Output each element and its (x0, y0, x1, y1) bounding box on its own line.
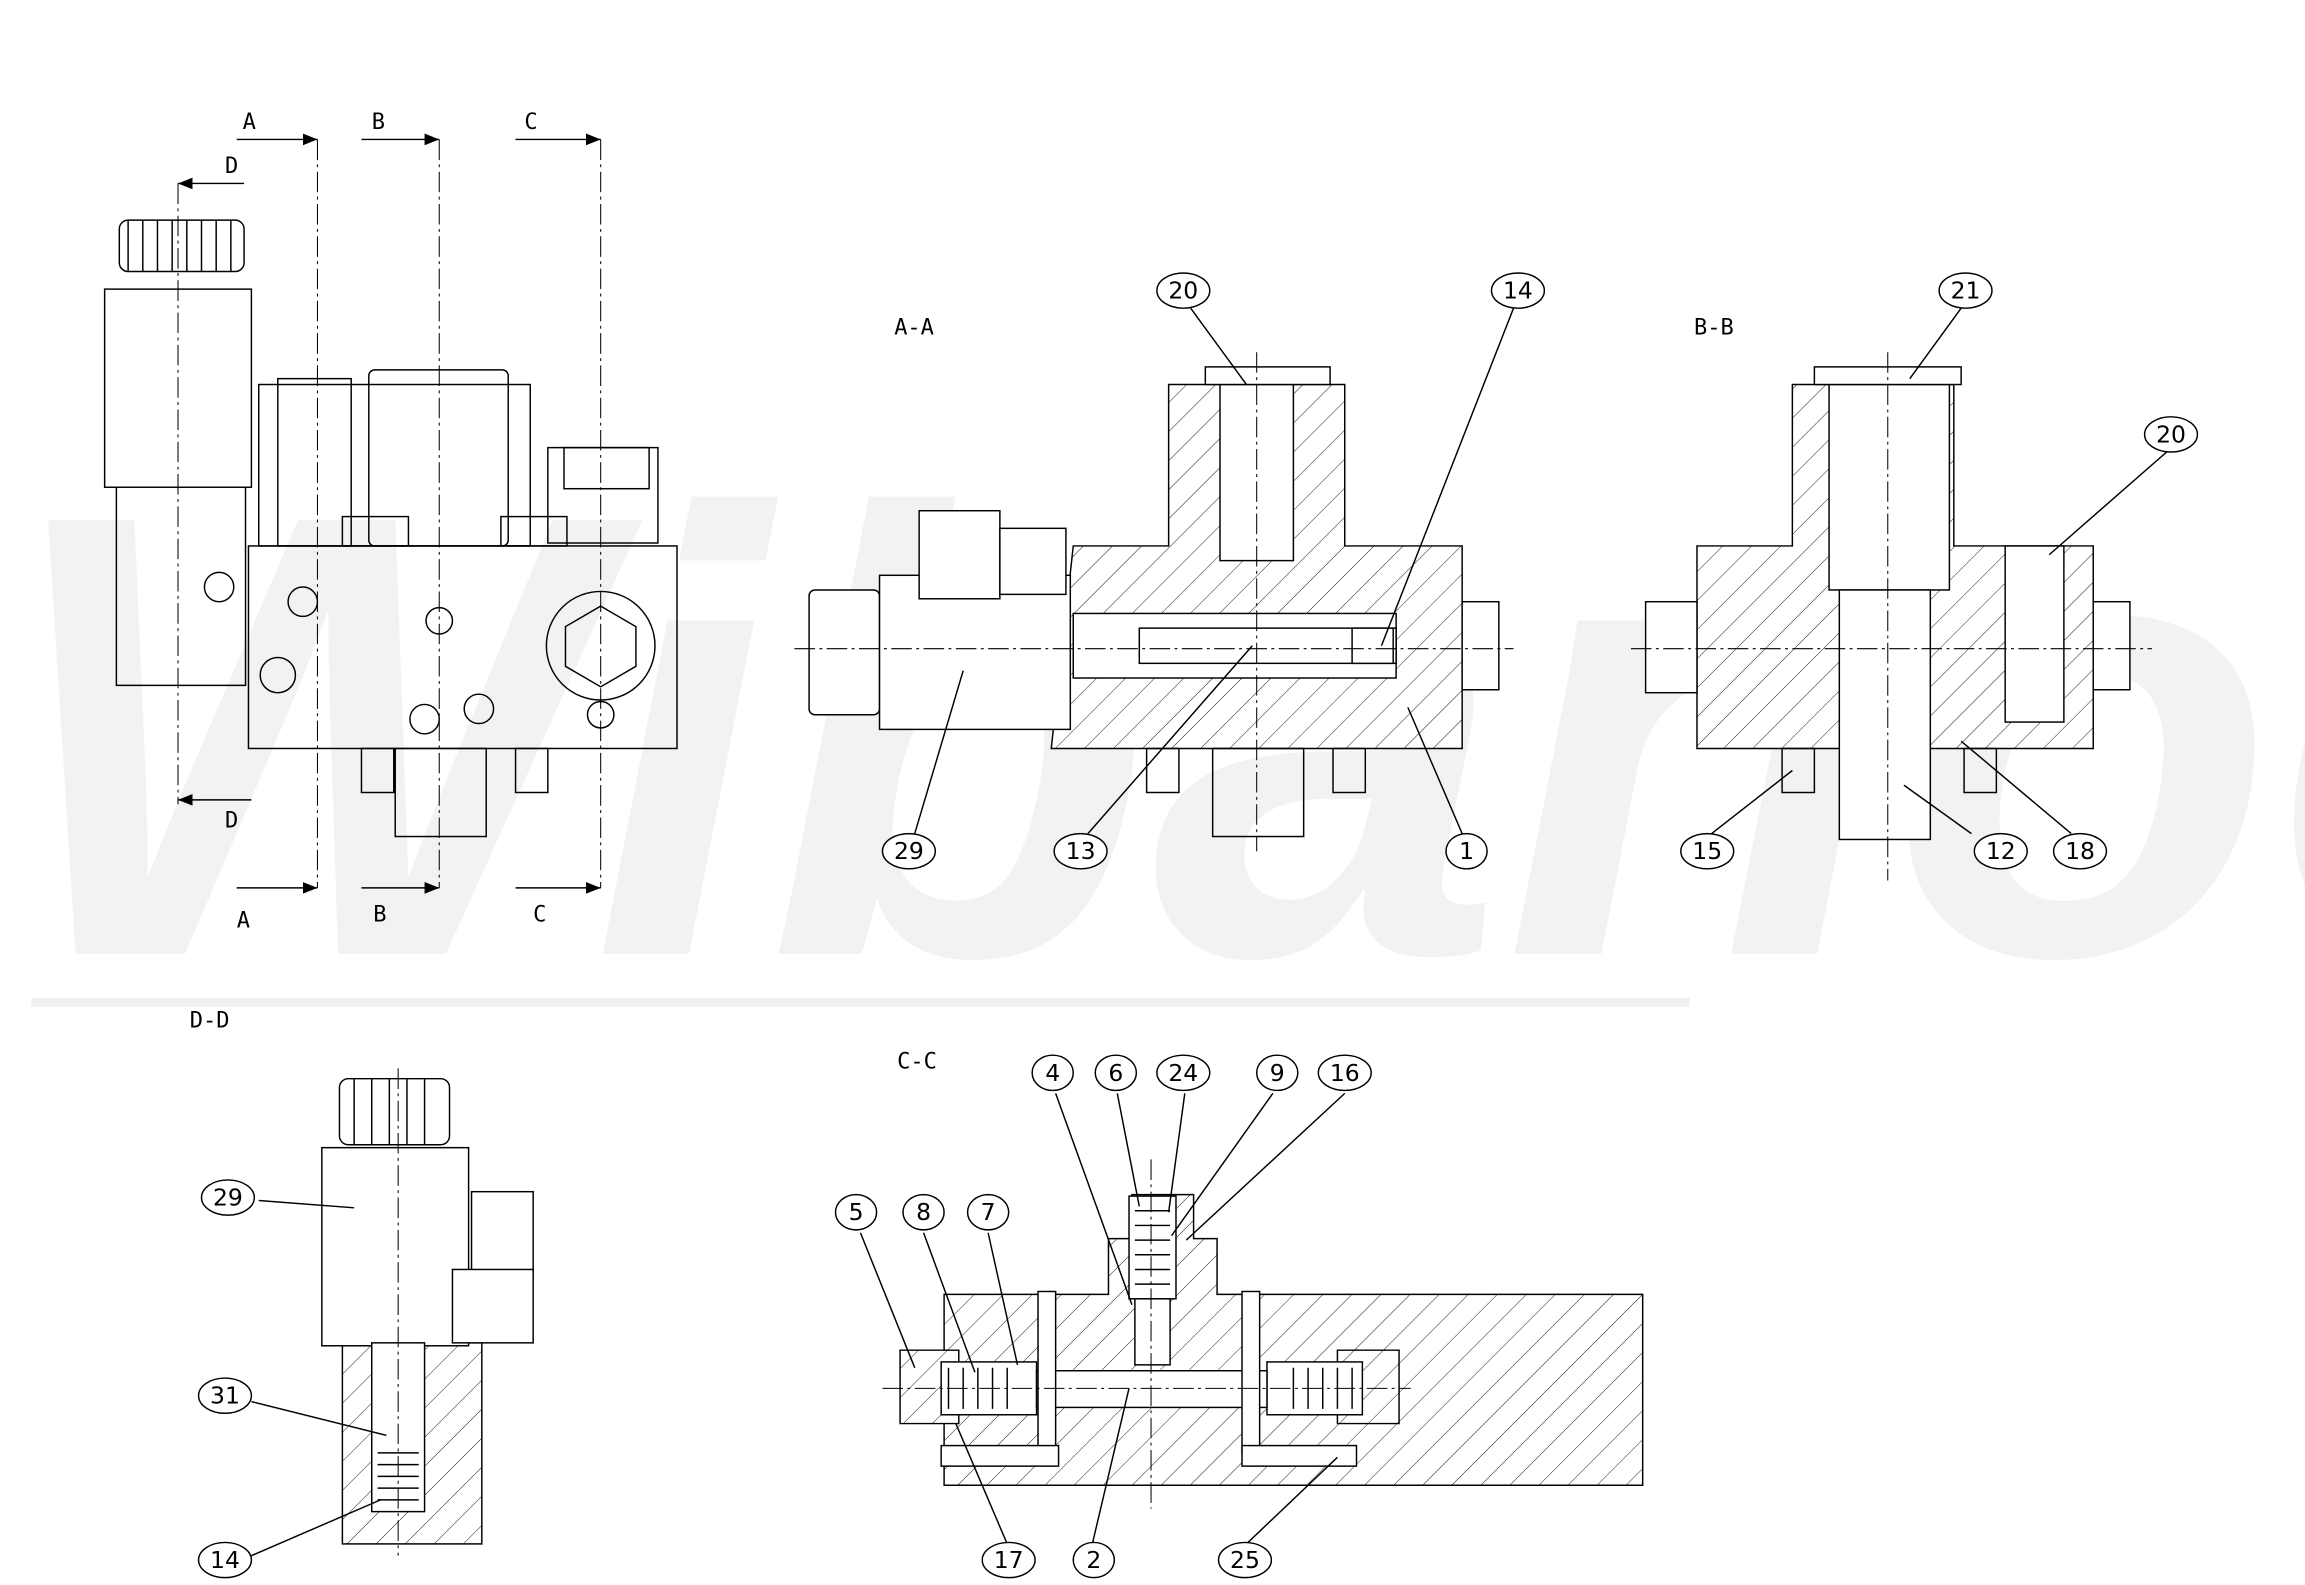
balloon: 14 (1490, 272, 1546, 309)
svg-text:18: 18 (2065, 837, 2095, 865)
balloon: 9 (1255, 1054, 1299, 1092)
balloon: 4 (1031, 1054, 1074, 1092)
svg-text:13: 13 (1066, 837, 1096, 865)
section-c-c: C-C (882, 1049, 1644, 1509)
balloons-c-c: 4 6 24 9 16 5 8 7 17 2 25 (834, 1054, 1372, 1579)
svg-text:25: 25 (1230, 1546, 1260, 1574)
view-title-b-b: B-B (1694, 316, 1734, 341)
balloon: 8 (902, 1193, 945, 1231)
balloon: 18 (2052, 832, 2108, 870)
cut-label-d-bottom: D (225, 809, 238, 834)
balloon: 14 (197, 1541, 253, 1579)
view-title-d-d: D-D (190, 1008, 230, 1033)
section-a-a: A-A (794, 316, 1514, 852)
svg-text:1: 1 (1459, 837, 1474, 865)
balloons-d-d: 29 31 14 (197, 1179, 256, 1579)
balloon: 29 (881, 832, 937, 870)
svg-text:14: 14 (210, 1546, 240, 1574)
svg-text:5: 5 (849, 1198, 864, 1226)
cut-label-c-bottom: C (533, 903, 546, 928)
balloon: 7 (966, 1193, 1010, 1231)
balloon: 17 (981, 1541, 1036, 1579)
svg-text:31: 31 (210, 1382, 240, 1410)
cut-label-c-top: C (524, 110, 537, 135)
exterior-view: A B C D A B C D (103, 110, 678, 934)
balloon: 24 (1156, 1054, 1211, 1092)
leader-lines (251, 307, 2168, 1557)
section-d-d: D-D (190, 1008, 534, 1556)
view-title-a-a: A-A (894, 316, 934, 341)
cut-label-b-bottom: B (373, 903, 386, 928)
view-title-c-c: C-C (897, 1049, 937, 1074)
balloon: 29 (200, 1179, 256, 1216)
balloon: 1 (1445, 832, 1488, 870)
svg-text:29: 29 (213, 1184, 243, 1212)
balloon: 2 (1072, 1541, 1116, 1579)
balloons-b-b: 21 20 15 12 18 (1680, 272, 2199, 870)
balloons-a-a: 20 14 29 13 1 (881, 272, 1546, 870)
svg-text:9: 9 (1270, 1059, 1285, 1087)
balloon: 25 (1217, 1541, 1273, 1579)
cut-label-b-top: B (372, 110, 385, 135)
balloon: 6 (1094, 1054, 1138, 1092)
balloon: 5 (834, 1193, 878, 1231)
balloon: 12 (1973, 832, 2028, 870)
balloon: 20 (2143, 416, 2199, 453)
svg-text:2: 2 (1086, 1546, 1101, 1574)
svg-text:4: 4 (1045, 1059, 1060, 1087)
svg-text:8: 8 (916, 1198, 931, 1226)
balloon: 15 (1680, 832, 1735, 870)
svg-text:7: 7 (981, 1198, 996, 1226)
svg-text:24: 24 (1168, 1059, 1198, 1087)
balloon: 21 (1938, 272, 1993, 309)
cut-label-a-top: A (243, 110, 256, 135)
svg-text:20: 20 (1168, 277, 1198, 305)
svg-text:14: 14 (1503, 277, 1533, 305)
svg-text:17: 17 (994, 1546, 1024, 1574)
balloon: 31 (197, 1377, 253, 1415)
svg-text:29: 29 (894, 837, 924, 865)
cut-label-d-top: D (225, 154, 238, 179)
section-b-b: B-B (1630, 316, 2152, 881)
svg-text:12: 12 (1986, 837, 2016, 865)
svg-text:20: 20 (2156, 420, 2186, 448)
svg-text:15: 15 (1692, 837, 1722, 865)
svg-text:16: 16 (1330, 1059, 1360, 1087)
balloon: 20 (1156, 272, 1211, 309)
balloon: 13 (1053, 832, 1108, 870)
svg-text:21: 21 (1951, 277, 1981, 305)
balloon: 16 (1317, 1054, 1372, 1092)
svg-text:6: 6 (1108, 1059, 1123, 1087)
cut-label-a-bottom: A (237, 909, 250, 934)
